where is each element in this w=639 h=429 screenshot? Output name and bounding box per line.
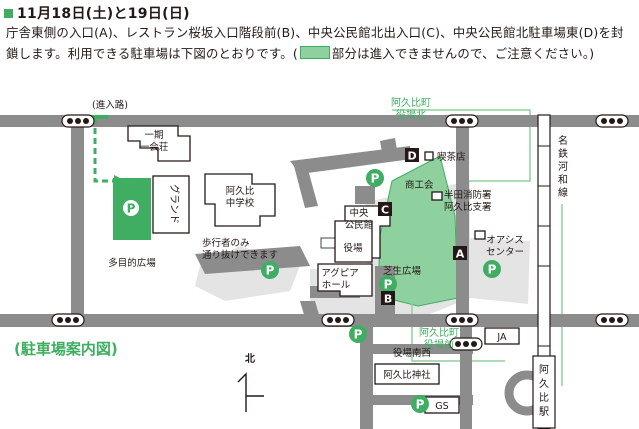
label-kaiso: 一会荘 (140, 141, 169, 153)
parking-icon (123, 200, 139, 216)
label-shibasei: 芝生広場 (383, 265, 422, 277)
no-entry-legend-swatch (299, 45, 330, 59)
label-chuo: 中央 (349, 207, 369, 219)
label-yakuba-mae-2: 役場前 (424, 338, 454, 351)
label-yakuba-kita-2: 役場北 (396, 108, 426, 121)
buildings (127, 125, 520, 414)
marker-b: B (384, 293, 392, 306)
label-fire-branch: 阿久比支署 (444, 201, 492, 213)
parking-symbol: P (266, 264, 275, 278)
label-walk-only: 歩行者のみ (202, 237, 250, 249)
north-label: 北 (245, 352, 255, 365)
map-title: (駐車場案内図) (14, 340, 118, 358)
svg-text:河: 河 (558, 161, 568, 173)
label-hall: ホール (322, 280, 351, 291)
label-walk-through: 通り抜けできます (202, 249, 278, 261)
notice-text-end: 部分は進入できませんので、ご注意ください。) (331, 45, 595, 61)
bullet-square-icon (4, 8, 13, 18)
label-oasis: オアシス (486, 235, 524, 246)
label-ja: JA (496, 332, 507, 343)
parking-symbol: P (416, 398, 425, 412)
date-row: 11月18日(土)と19日(日) (4, 3, 190, 23)
label-fire-station: 半田消防署 (444, 189, 492, 201)
label-entrance-road: (進入路) (92, 99, 128, 111)
label-center: センター (486, 247, 524, 258)
svg-text:名: 名 (558, 134, 568, 147)
label-akuhi-jinja: 阿久比神社 (383, 369, 431, 381)
marker-a: A (456, 248, 465, 261)
svg-text:阿: 阿 (539, 364, 549, 376)
label-tamokuteki: 多目的広場 (108, 257, 156, 269)
label-ichigo: 一期 (144, 130, 163, 141)
date-heading: 11月18日(土)と19日(日) (17, 6, 190, 22)
notice-text: 庁舎東側の入口(A)、レストラン桜坂入口階段前(B)、中央公民館北出入口(C)、… (6, 25, 624, 61)
parking-symbol: P (354, 328, 363, 342)
parking-symbol: P (371, 172, 380, 186)
parking-symbol: P (127, 202, 136, 216)
svg-text:鉄: 鉄 (558, 147, 568, 160)
closure-notice: 庁舎東側の入口(A)、レストラン桜坂入口階段前(B)、中央公民館北出入口(C)、… (6, 23, 636, 64)
marker-d: D (407, 150, 416, 163)
north-arrow-icon: 北 (237, 352, 264, 412)
station-box (532, 355, 556, 429)
svg-text:久: 久 (539, 378, 549, 390)
closure-markers: A B C D (378, 148, 467, 306)
svg-text:線: 線 (558, 186, 568, 199)
label-yakuba-mae-1: 阿久比町 (419, 327, 459, 339)
label-ground: グランド (168, 184, 181, 224)
label-yakuba: 役場 (343, 242, 363, 254)
label-akuhi-station: 阿 久 比 駅 (539, 364, 549, 418)
parking-icons: P P P P P P (261, 169, 501, 413)
label-jhs: 中学校 (226, 197, 255, 209)
parking-map: P P P P P P P A B C D (進入路) 一期 一会荘 グランド … (0, 97, 639, 429)
label-gs: GS (435, 401, 448, 412)
parking-symbol: P (488, 263, 497, 277)
parking-symbol: P (384, 278, 393, 292)
label-kominkan: 公民館 (345, 219, 374, 231)
railway (537, 114, 551, 429)
label-akuhi: 阿久比 (226, 185, 255, 197)
label-shokokai: 商工会 (405, 179, 434, 191)
marker-c: C (381, 204, 389, 217)
stairs (320, 237, 336, 249)
entrance-route (93, 118, 126, 187)
svg-text:比: 比 (539, 392, 549, 404)
header: 11月18日(土)と19日(日) 庁舎東側の入口(A)、レストラン桜坂入口階段前… (0, 0, 639, 86)
svg-text:駅: 駅 (539, 406, 549, 418)
label-kissaten: 喫茶店 (437, 151, 466, 163)
svg-text:和: 和 (558, 174, 568, 186)
label-yakuba-kita-1: 阿久比町 (391, 97, 431, 109)
label-yakuba-nansei: 役場南西 (393, 347, 431, 359)
label-meitetsu: 名 鉄 河 和 線 (558, 134, 568, 199)
label-agupia: アグピア (321, 267, 359, 279)
